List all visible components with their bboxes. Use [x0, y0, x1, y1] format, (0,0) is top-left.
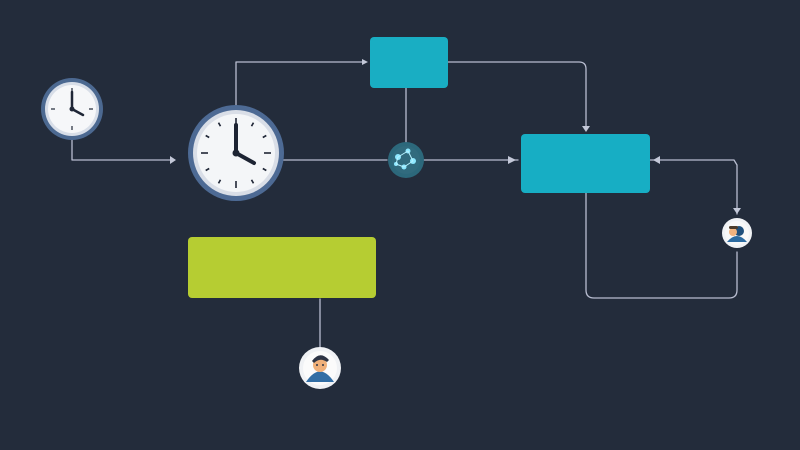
lime-note-box[interactable] [188, 237, 376, 298]
small-clock-icon [41, 78, 103, 140]
network-hub-icon[interactable] [388, 142, 424, 178]
connector-right-box-to-right-avatar [649, 159, 738, 215]
arrowhead-right [362, 59, 368, 65]
arrowhead-left [653, 156, 660, 164]
arrowhead-down [582, 126, 590, 132]
arrowhead-right [508, 156, 516, 164]
user-avatar-icon[interactable] [299, 347, 341, 389]
connectors [71, 61, 738, 348]
connector-large-clock-to-top-box [235, 61, 365, 111]
arrowhead-down [733, 208, 741, 214]
right-process-box[interactable] [521, 134, 650, 193]
connector-top-box-to-right-box [447, 61, 587, 128]
user-avatar-icon[interactable] [722, 218, 752, 248]
top-process-box[interactable] [370, 37, 448, 88]
arrowhead-right [170, 156, 176, 164]
connector-small-clock-to-large-clock [71, 137, 171, 161]
connector-markers [170, 59, 741, 214]
large-clock-icon [188, 105, 284, 201]
connector-right-box-loop [585, 192, 738, 299]
